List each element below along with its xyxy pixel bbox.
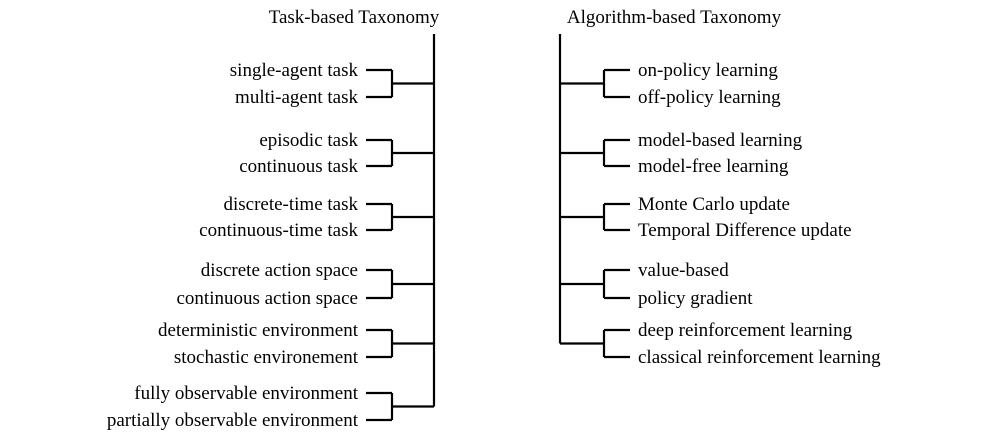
task-item-label: continuous task (239, 156, 358, 177)
task-item-label: deterministic environment (158, 320, 359, 341)
algorithm-item-label: on-policy learning (638, 60, 778, 81)
task-taxonomy-title: Task-based Taxonomy (269, 7, 440, 28)
algorithm-item-label: classical reinforcement learning (638, 347, 881, 368)
algorithm-item-label: model-based learning (638, 130, 803, 151)
task-item-label: single-agent task (230, 60, 359, 81)
algorithm-taxonomy-title: Algorithm-based Taxonomy (567, 7, 782, 28)
task-item-label: multi-agent task (235, 87, 358, 108)
task-item-label: continuous-time task (199, 220, 358, 241)
task-item-label: fully observable environment (134, 383, 358, 404)
task-item-label: stochastic environement (174, 347, 359, 368)
algorithm-taxonomy-tree: on-policy learning off-policy learning mod… (558, 34, 881, 368)
algorithm-item-label: Temporal Difference update (638, 220, 852, 241)
task-item-label: discrete action space (201, 260, 358, 281)
algorithm-item-label: Monte Carlo update (638, 194, 790, 215)
algorithm-item-label: model-free learning (638, 156, 789, 177)
algorithm-item-label: deep reinforcement learning (638, 320, 853, 341)
task-item-label: discrete-time task (223, 194, 358, 215)
algorithm-item-label: off-policy learning (638, 87, 781, 108)
task-item-label: partially observable environment (107, 410, 359, 431)
algorithm-item-label: policy gradient (638, 288, 753, 309)
algorithm-item-label: value-based (638, 260, 729, 281)
task-taxonomy-tree: single-agent task multi-agent task episodi… (107, 34, 436, 431)
task-item-label: continuous action space (176, 288, 358, 309)
task-item-label: episodic task (259, 130, 358, 151)
